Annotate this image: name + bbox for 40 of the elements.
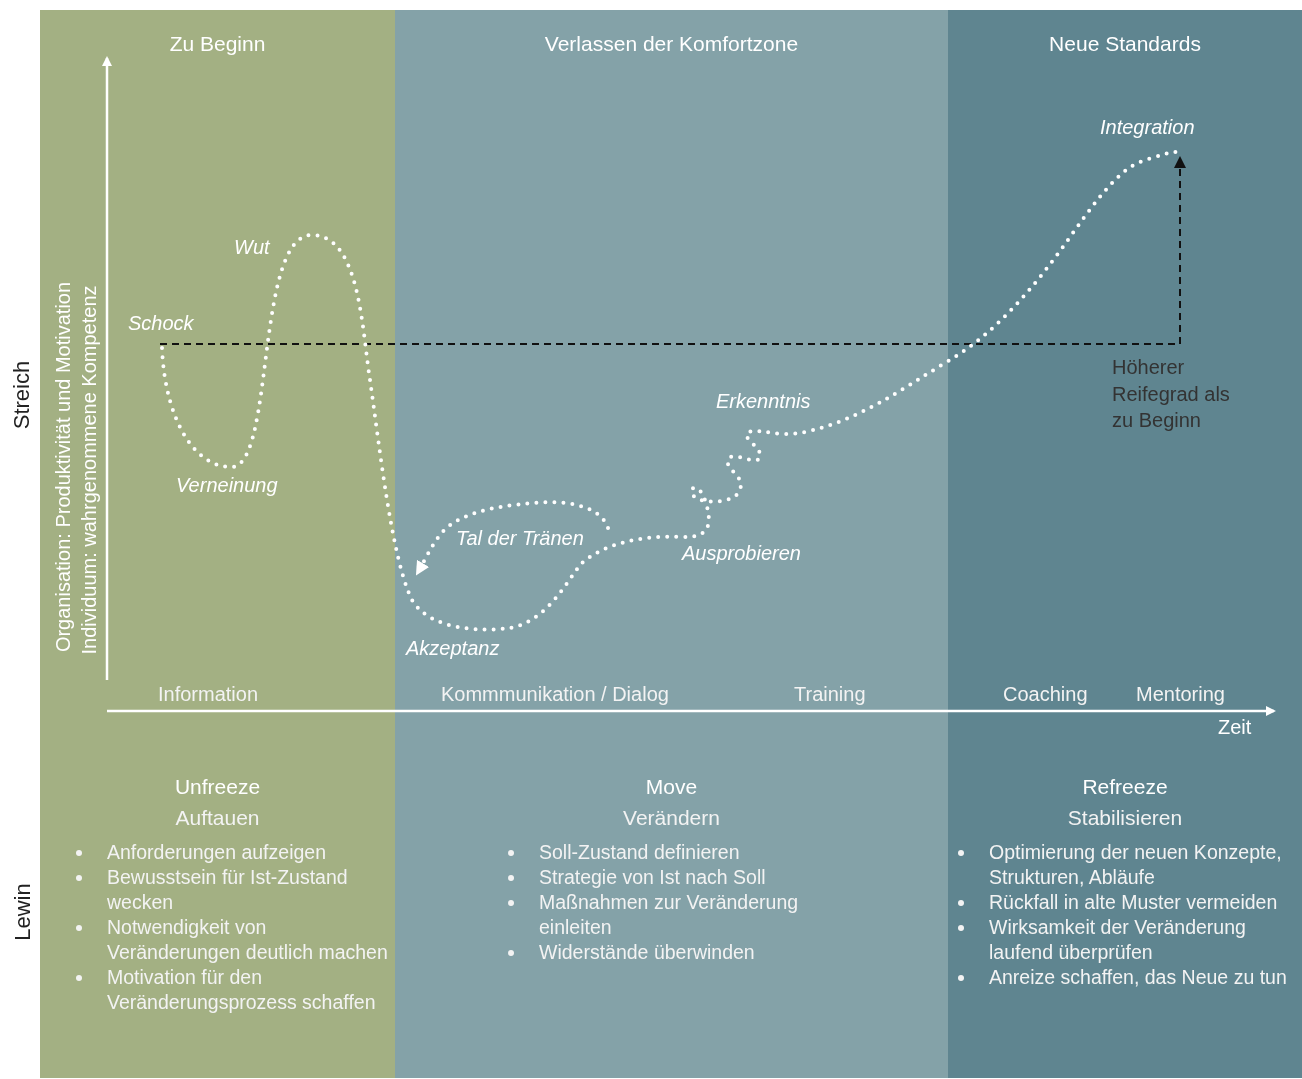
phase-title: Zu Beginn [168, 32, 267, 56]
curve-label: Wut [234, 236, 270, 259]
axis-title: Zeit [1218, 716, 1252, 739]
annotation-text: Höherer Reifegrad als zu Beginn [1112, 355, 1231, 434]
row-label: Streich [11, 360, 34, 430]
bullet-text: Bewusstsein für Ist-Zustand wecken [107, 866, 348, 913]
curve-label: Akzeptanz [406, 637, 500, 660]
lewin-phase-heading: Unfreeze [173, 775, 262, 799]
lewin-phase-heading: Move [644, 775, 699, 799]
activity-label: Kommmunikation / Dialog [441, 683, 669, 706]
activity-label: Information [156, 683, 260, 706]
activity-label: Mentoring [1136, 683, 1225, 706]
phase-title: Verlassen der Komfortzone [543, 32, 800, 56]
curve-label: Schock [128, 312, 194, 335]
curve-label: Verneinung [176, 474, 278, 497]
bullet-text: Wirksamkeit der Veränderung laufend überprüfen [989, 916, 1246, 963]
bullet-text: Strategie von Ist nach Soll [539, 866, 766, 888]
axis-title: Organisation: Produktivität und Motivation [53, 281, 74, 653]
lewin-phase-heading: Refreeze [1081, 775, 1169, 799]
activity-label: Coaching [1003, 683, 1088, 706]
bullet-text: Anreize schaffen, das Neue zu tun [989, 966, 1287, 988]
axis-title: Individuum: wahrgenommene Kompetenz [78, 285, 99, 655]
bullet-text: Motivation für den Veränderungsprozess schaffen [107, 966, 376, 1013]
curve-label: Integration [1100, 116, 1195, 139]
bullet-text: Notwendigkeit von Veränderungen deutlich machen [107, 916, 388, 963]
curve-label: Erkenntnis [716, 390, 811, 413]
lewin-phase-subheading: Stabilisieren [1066, 806, 1184, 830]
bullet-text: Soll-Zustand definieren [539, 841, 740, 863]
curve-label: Ausprobieren [682, 542, 801, 565]
bullet-text: Optimierung der neuen Konzepte, Strukturen, Abläufe [989, 841, 1282, 888]
phase-title: Neue Standards [1048, 32, 1202, 56]
bullet-text: Widerstände überwinden [539, 941, 755, 963]
bullet-text: Rückfall in alte Muster vermeiden [989, 891, 1278, 913]
bullet-text: Maßnahmen zur Veränderung einleiten [539, 891, 799, 938]
curve-label: Tal der Tränen [456, 527, 584, 550]
lewin-phase-subheading: Auftauen [174, 806, 261, 830]
row-label: Lewin [11, 883, 34, 941]
lewin-phase-subheading: Verändern [622, 806, 721, 830]
activity-label: Training [794, 683, 866, 706]
bullet-text: Anforderungen aufzeigen [107, 841, 326, 863]
